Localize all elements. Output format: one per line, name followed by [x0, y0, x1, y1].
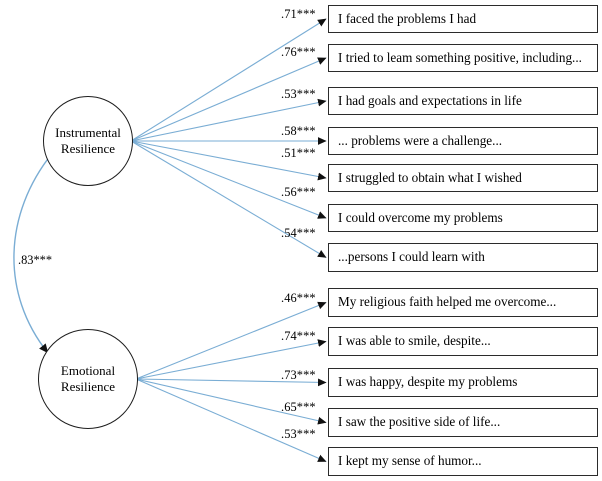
indicator-box[interactable]: I was happy, despite my problems — [328, 368, 598, 397]
indicator-text: My religious faith helped me overcome... — [338, 294, 557, 310]
indicator-box[interactable]: I faced the problems I had — [328, 5, 598, 33]
loading-label: .53*** — [281, 427, 316, 441]
indicator-text: I tried to leam something positive, incl… — [338, 49, 582, 65]
latent-label-line2: Resilience — [60, 141, 116, 156]
loading-label: .58*** — [281, 124, 316, 138]
indicator-box[interactable]: I struggled to obtain what I wished — [328, 164, 598, 192]
loading-arrow — [130, 18, 327, 142]
indicator-box[interactable]: I kept my sense of humor... — [328, 447, 598, 476]
loading-label: .56*** — [281, 185, 316, 199]
indicator-box[interactable]: ...persons I could learn with — [328, 243, 598, 272]
loading-label: .53*** — [281, 87, 316, 101]
indicator-text: ... problems were a challenge... — [338, 132, 503, 148]
latent-label-line1: Instrumental — [55, 124, 121, 140]
indicator-text: I was able to smile, despite... — [338, 333, 491, 349]
loading-label: .51*** — [281, 146, 316, 160]
indicator-box[interactable]: I tried to leam something positive, incl… — [328, 44, 598, 72]
latent-label-line2: Resilience — [60, 379, 116, 394]
loading-label: .71*** — [281, 7, 316, 21]
indicator-text: ...persons I could learn with — [338, 249, 485, 265]
indicator-box[interactable]: I could overcome my problems — [328, 204, 598, 232]
indicator-box[interactable]: I had goals and expectations in life — [328, 87, 598, 115]
indicator-box[interactable]: I saw the positive side of life... — [328, 408, 598, 437]
loading-arrow — [135, 378, 327, 463]
indicator-text: I could overcome my problems — [338, 209, 503, 225]
latent-label-line1: Emotional — [60, 362, 116, 378]
loading-label: .74*** — [281, 329, 316, 343]
loading-label: .65*** — [281, 400, 316, 414]
indicator-box[interactable]: My religious faith helped me overcome... — [328, 288, 598, 317]
loading-label: .46*** — [281, 291, 316, 305]
loading-label: .54*** — [281, 226, 316, 240]
indicator-text: I kept my sense of humor... — [338, 453, 482, 469]
indicator-box[interactable]: ... problems were a challenge... — [328, 127, 598, 155]
indicator-text: I had goals and expectations in life — [338, 92, 522, 108]
loading-label: .73*** — [281, 368, 316, 382]
loading-label: .76*** — [281, 45, 316, 59]
indicator-box[interactable]: I was able to smile, despite... — [328, 327, 598, 356]
indicator-text: I faced the problems I had — [338, 10, 477, 26]
indicator-text: I struggled to obtain what I wished — [338, 169, 522, 185]
indicator-text: I was happy, despite my problems — [338, 374, 518, 390]
indicator-text: I saw the positive side of life... — [338, 414, 501, 430]
correlation-label: .83*** — [18, 253, 53, 267]
